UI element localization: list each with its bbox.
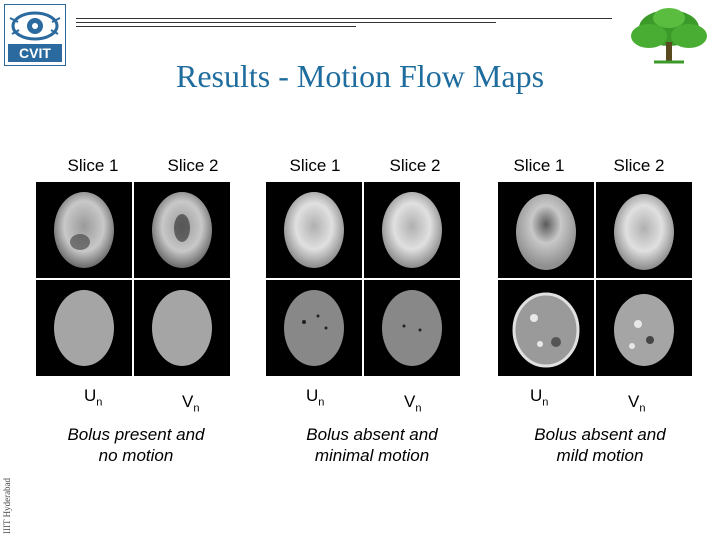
un-label: Un	[84, 386, 103, 409]
flow-map	[512, 292, 580, 368]
caption: Bolus present and no motion	[67, 425, 205, 465]
cvit-logo: CVIT	[3, 3, 67, 67]
slice-header: Slice 2	[167, 156, 219, 175]
slide-title: Results - Motion Flow Maps	[175, 58, 545, 94]
caption: Bolus absent and minimal motion	[306, 425, 438, 465]
slice-header: Slice 2	[389, 156, 441, 175]
slice-header: Slice 1	[67, 156, 119, 175]
header-rule	[76, 22, 496, 23]
brain-slice	[284, 192, 344, 268]
un-label: Un	[306, 386, 325, 409]
header-rule	[76, 18, 612, 19]
brain-slice	[614, 194, 674, 270]
vn-label: Vn	[628, 392, 646, 415]
flow-map	[614, 294, 674, 366]
brain-slice	[382, 192, 442, 268]
flow-map	[152, 290, 212, 366]
flow-map	[382, 290, 442, 366]
brain-slice	[516, 194, 576, 270]
tree-icon	[624, 6, 714, 68]
vn-label: Vn	[404, 392, 422, 415]
vn-label: Vn	[182, 392, 200, 415]
slice-header: Slice 2	[613, 156, 665, 175]
slice-header: Slice 1	[513, 156, 565, 175]
logo-text: CVIT	[19, 45, 51, 61]
un-label: Un	[530, 386, 549, 409]
slice-header: Slice 1	[289, 156, 341, 175]
brain-slice	[54, 192, 114, 268]
caption: Bolus absent and mild motion	[534, 425, 666, 465]
flow-map	[54, 290, 114, 366]
flow-map	[284, 290, 344, 366]
header-rule	[76, 26, 356, 27]
